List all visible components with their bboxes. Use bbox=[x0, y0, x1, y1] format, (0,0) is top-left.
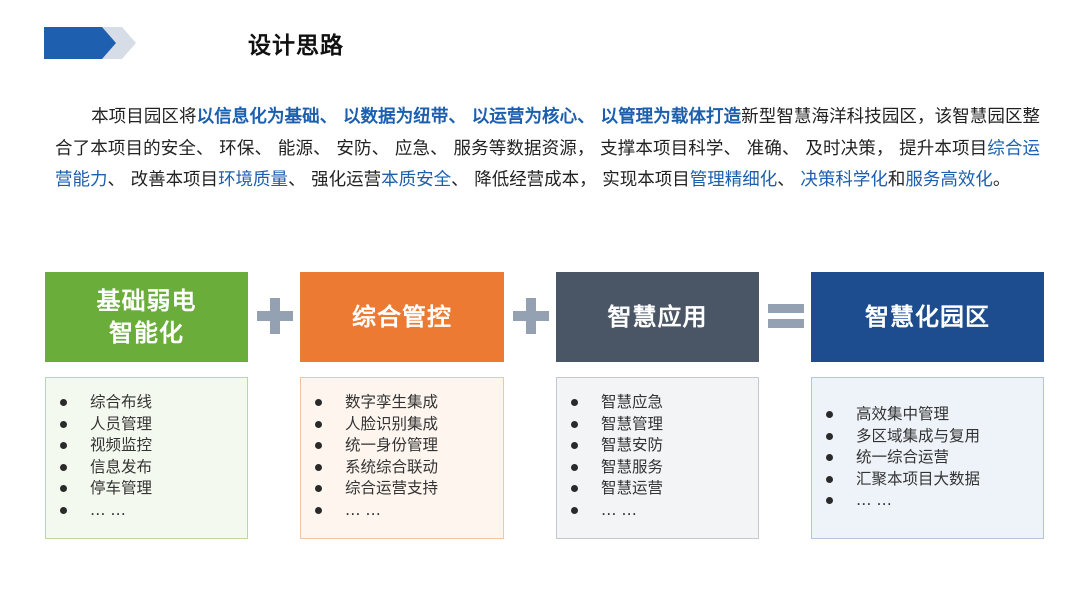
list-item: 信息发布 bbox=[56, 457, 247, 479]
intro-text: 、 改善本项目 bbox=[107, 170, 219, 190]
list-item: 人脸识别集成 bbox=[311, 414, 503, 436]
list-item: … … bbox=[311, 500, 503, 522]
list-item: … … bbox=[567, 500, 758, 522]
intro-highlight: 以数据为纽带、 bbox=[342, 107, 467, 127]
intro-text: 、 降低经营成本， 实现本项目 bbox=[451, 170, 690, 190]
plus-icon bbox=[513, 298, 549, 334]
list-item: 视频监控 bbox=[56, 435, 247, 457]
plus-icon bbox=[257, 298, 293, 334]
intro-text: 和 bbox=[887, 170, 906, 190]
intro-highlight: 以运营为核心、 bbox=[471, 107, 595, 127]
column-header-smart-park: 智慧化园区 bbox=[811, 272, 1044, 362]
page-title: 设计思路 bbox=[248, 33, 344, 59]
list-item: 智慧运营 bbox=[567, 478, 758, 500]
list-item: … … bbox=[822, 490, 1043, 512]
list-item: 统一综合运营 bbox=[822, 447, 1043, 469]
column-title: 智能化 bbox=[109, 319, 184, 347]
column-title: 智慧应用 bbox=[607, 303, 708, 331]
column-header-integrated-control: 综合管控 bbox=[300, 272, 504, 362]
list-item: … … bbox=[56, 500, 247, 522]
intro-paragraph: 本项目园区将以信息化为基础、 以数据为纽带、 以运营为核心、 以管理为载体打造新… bbox=[55, 102, 1040, 197]
list-item: 人员管理 bbox=[56, 414, 247, 436]
list-item: 停车管理 bbox=[56, 478, 247, 500]
list-item: 系统综合联动 bbox=[311, 457, 503, 479]
column-title: 综合管控 bbox=[352, 303, 452, 331]
intro-highlight: 决策科学化 bbox=[800, 170, 888, 190]
column-header-infrastructure: 基础弱电智能化 bbox=[45, 272, 248, 362]
equals-icon bbox=[768, 304, 804, 328]
list-item: 智慧管理 bbox=[567, 414, 758, 436]
intro-text: 、 bbox=[777, 170, 801, 190]
list-item: 智慧服务 bbox=[567, 457, 758, 479]
intro-text: 新型智慧海洋科技园区，该智慧园区整合了本项目的安全、 环保、 能源、 安防、 应… bbox=[55, 107, 1041, 159]
list-item: 综合运营支持 bbox=[311, 478, 503, 500]
intro-highlight: 环境质量 bbox=[218, 170, 289, 190]
intro-text: 本项目园区将 bbox=[91, 107, 197, 127]
intro-highlight: 以管理为载体打造 bbox=[600, 107, 742, 127]
column-title: 智慧化园区 bbox=[865, 303, 990, 331]
list-item: 数字孪生集成 bbox=[311, 392, 503, 414]
column-list-integrated-control: 数字孪生集成 人脸识别集成 统一身份管理 系统综合联动 综合运营支持 … … bbox=[300, 377, 504, 539]
list-item: 智慧应急 bbox=[567, 392, 758, 414]
intro-highlight: 以信息化为基础、 bbox=[196, 107, 338, 127]
intro-highlight: 本质安全 bbox=[381, 170, 452, 190]
column-header-smart-applications: 智慧应用 bbox=[556, 272, 759, 362]
list-item: 统一身份管理 bbox=[311, 435, 503, 457]
column-list-smart-applications: 智慧应急 智慧管理 智慧安防 智慧服务 智慧运营 … … bbox=[556, 377, 759, 539]
intro-text: 。 bbox=[992, 170, 1011, 190]
intro-text: 、 强化运营 bbox=[288, 170, 382, 190]
list-item: 高效集中管理 bbox=[822, 404, 1043, 426]
intro-highlight: 管理精细化 bbox=[689, 170, 778, 190]
list-item: 汇聚本项目大数据 bbox=[822, 469, 1043, 491]
intro-highlight: 服务高效化 bbox=[905, 170, 993, 190]
list-item: 多区域集成与复用 bbox=[822, 426, 1043, 448]
list-item: 综合布线 bbox=[56, 392, 247, 414]
column-list-smart-park: 高效集中管理 多区域集成与复用 统一综合运营 汇聚本项目大数据 … … bbox=[811, 377, 1044, 539]
column-title: 基础弱电 bbox=[96, 287, 197, 315]
column-list-infrastructure: 综合布线 人员管理 视频监控 信息发布 停车管理 … … bbox=[45, 377, 248, 539]
header-chevron-icon bbox=[44, 27, 136, 59]
intro-highlight: 综合运营能力 bbox=[55, 138, 1041, 191]
list-item: 智慧安防 bbox=[567, 435, 758, 457]
